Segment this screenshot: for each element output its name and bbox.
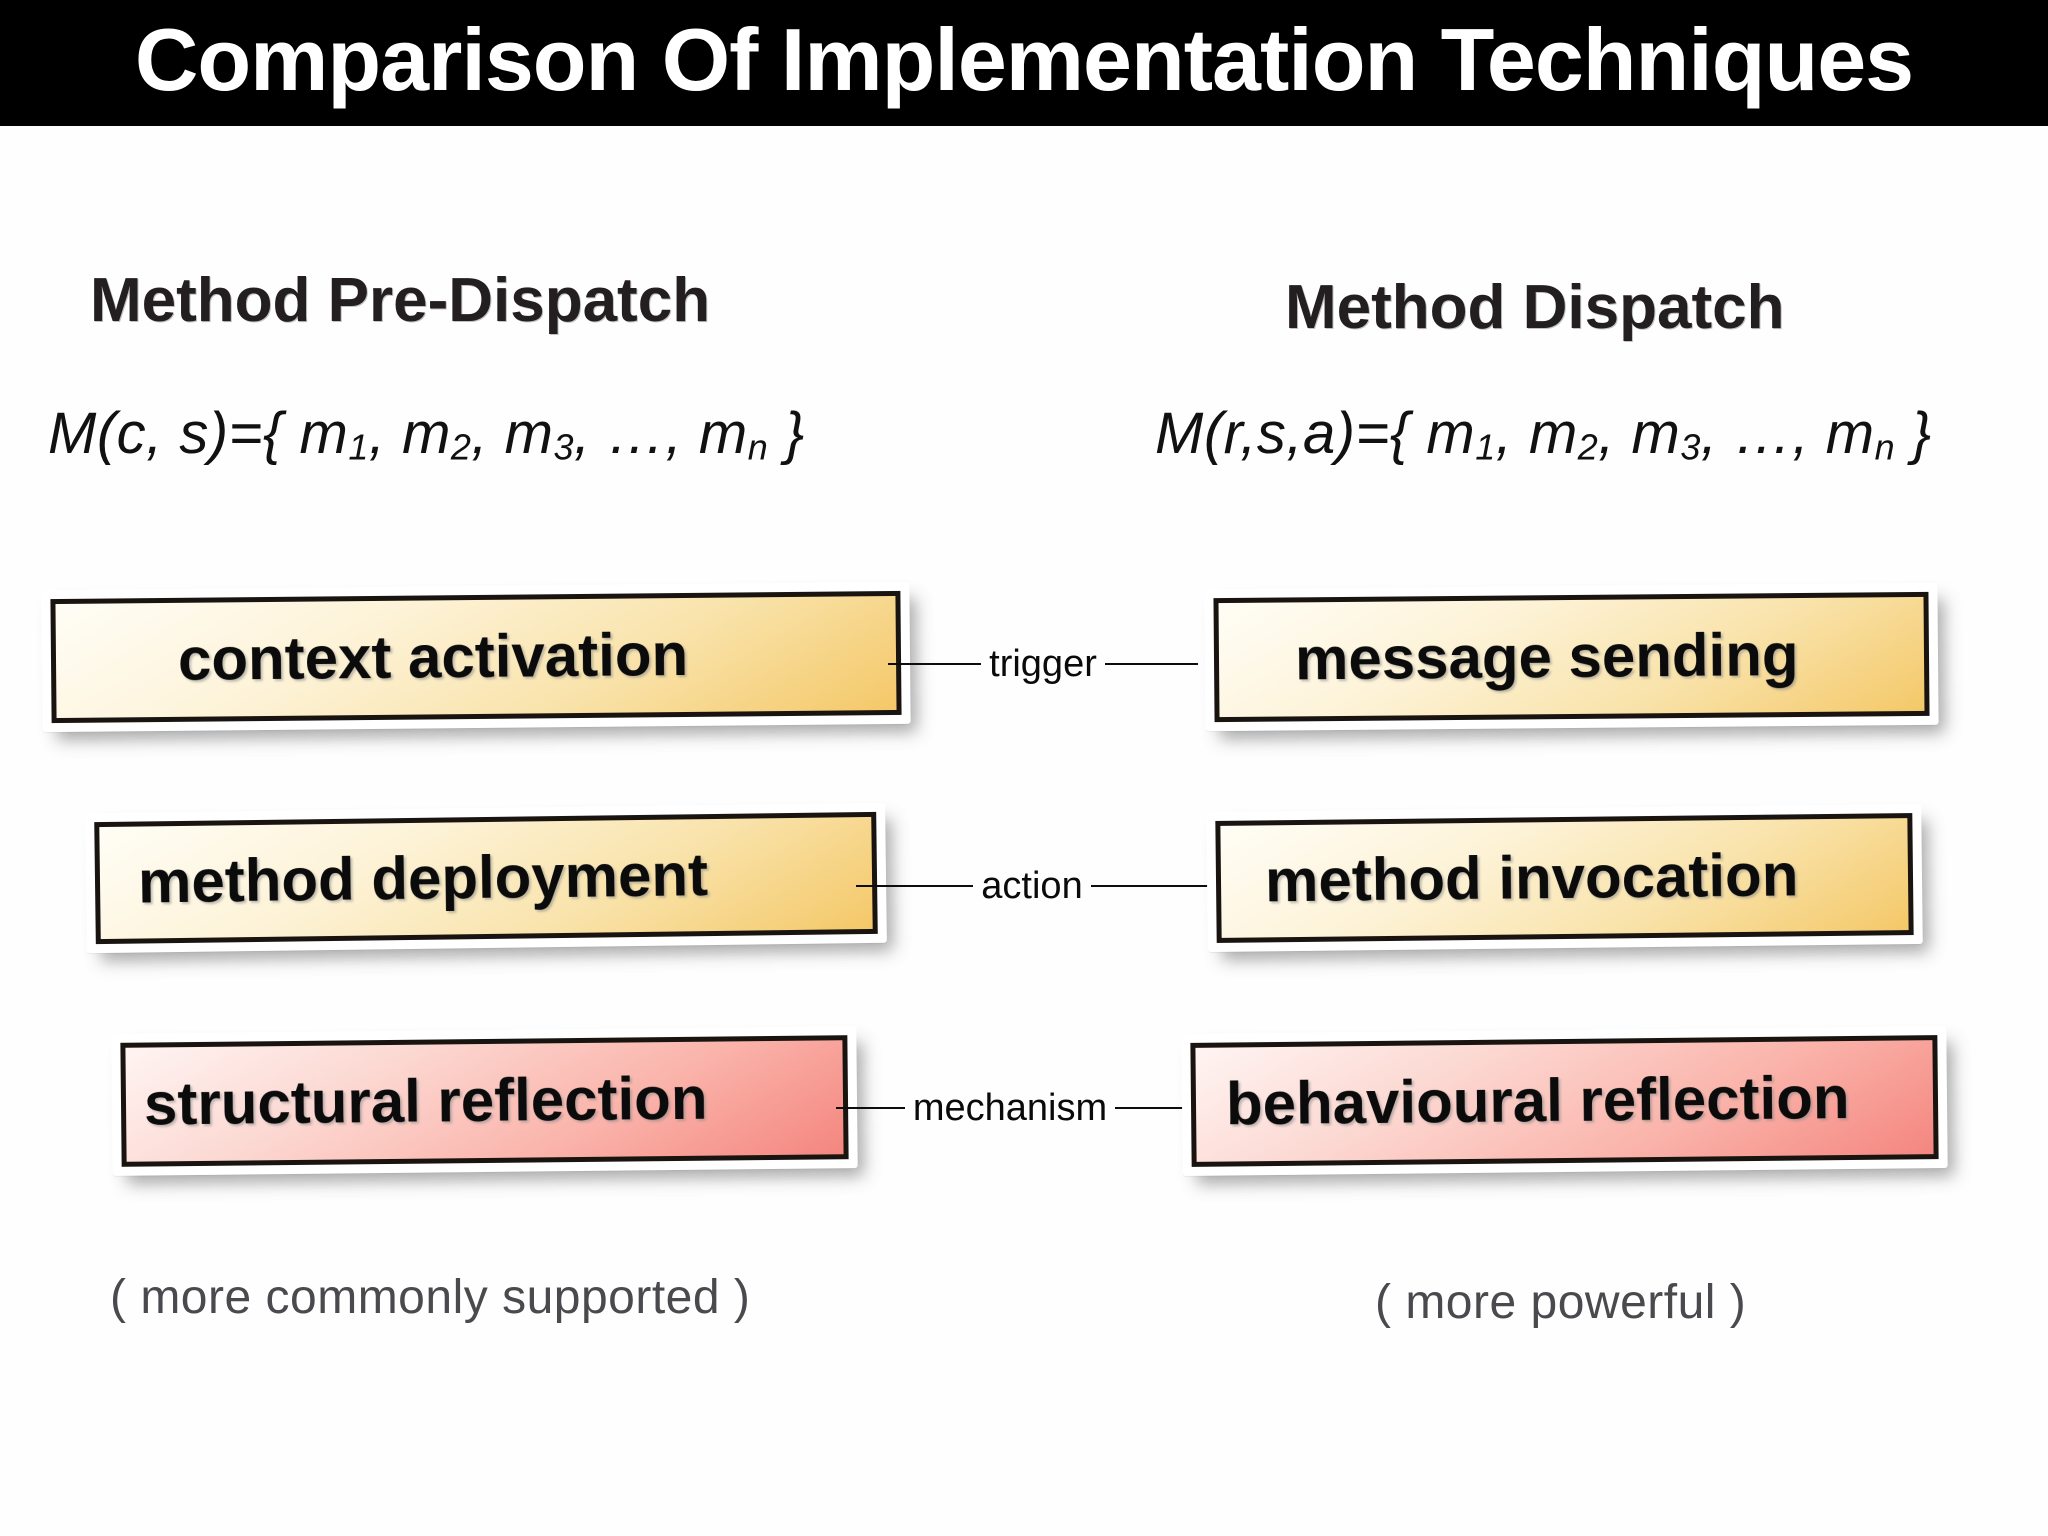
connector-trigger-line-right [1104,663,1198,665]
formula-left-mid-2: , m [471,401,554,466]
formula-left: M(c, s)={ m1, m2, m3, …, mn } [48,400,805,468]
formula-right-prefix: M(r,s,a)={ m [1155,401,1476,466]
node-message-sending-body: message sending [1213,591,1930,723]
formula-left-sub-3: 3 [553,426,574,468]
column-heading-left: Method Pre-Dispatch [90,266,711,335]
formula-left-sub-1: 1 [348,426,369,468]
node-method-deployment-body: method deployment [94,811,878,945]
title-banner: Comparison Of Implementation Techniques [0,0,2048,126]
formula-right-mid-1: , m [1495,401,1578,466]
node-method-deployment[interactable]: method deployment [85,802,887,954]
node-behavioural-reflection-label: behavioural reflection [1225,1064,1850,1138]
connector-mechanism-label: mechanism [912,1087,1108,1129]
connector-trigger: trigger [888,634,1198,694]
node-context-activation-label: context activation [177,620,689,693]
formula-right-mid-3: , …, m [1700,401,1875,466]
caption-left: ( more commonly supported ) [110,1271,751,1324]
node-method-invocation-label: method invocation [1264,841,1799,915]
connector-action: action [856,856,1208,916]
formula-right: M(r,s,a)={ m1, m2, m3, …, mn } [1155,400,1932,468]
connector-mechanism-line-left [836,1107,905,1109]
node-context-activation-body: context activation [50,590,902,724]
formula-right-mid-2: , m [1598,401,1681,466]
connector-action-line-left [856,885,974,887]
formula-left-mid-1: , m [368,401,451,466]
formula-right-sub-3: 3 [1680,426,1701,468]
page-title: Comparison Of Implementation Techniques [134,10,1914,109]
connector-action-label: action [981,865,1083,907]
connector-mechanism: mechanism [836,1078,1185,1138]
caption-right: ( more powerful ) [1375,1276,1747,1329]
connector-mechanism-line-right [1115,1107,1185,1109]
formula-left-prefix: M(c, s)={ m [48,401,349,466]
connector-action-line-right [1090,885,1208,887]
node-message-sending-label: message sending [1294,621,1799,693]
node-message-sending[interactable]: message sending [1204,582,1939,732]
formula-left-mid-3: , …, m [573,401,748,466]
node-behavioural-reflection[interactable]: behavioural reflection [1181,1025,1948,1177]
node-structural-reflection-label: structural reflection [143,1064,708,1138]
formula-left-sub-4: n [747,426,769,468]
node-context-activation[interactable]: context activation [41,581,911,733]
node-method-invocation[interactable]: method invocation [1206,803,1923,953]
formula-left-suffix: } [768,401,805,466]
formula-right-sub-2: 2 [1577,426,1599,468]
node-behavioural-reflection-body: behavioural reflection [1190,1035,1939,1167]
node-method-invocation-body: method invocation [1215,813,1914,943]
connector-trigger-line-left [888,663,982,665]
formula-left-sub-2: 2 [450,426,472,468]
connector-trigger-label: trigger [989,643,1097,685]
formula-right-sub-1: 1 [1475,426,1496,468]
formula-right-suffix: } [1895,401,1932,466]
formula-right-sub-4: n [1874,426,1896,468]
column-heading-right: Method Dispatch [1285,273,1785,342]
node-method-deployment-label: method deployment [137,841,709,916]
node-structural-reflection-body: structural reflection [120,1035,849,1167]
node-structural-reflection[interactable]: structural reflection [111,1026,858,1176]
